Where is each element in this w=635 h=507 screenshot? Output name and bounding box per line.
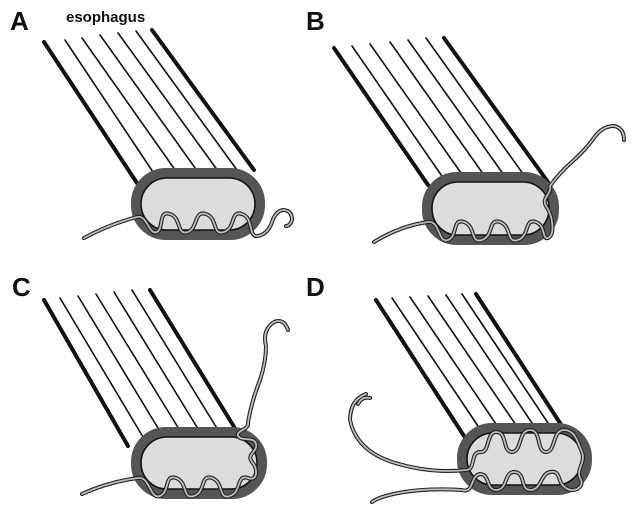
panel-letter-d: D — [306, 272, 325, 302]
panel-b: B — [306, 6, 624, 242]
esophagus-tube — [376, 294, 562, 436]
esophagus-tube — [44, 30, 254, 183]
anastomosis-stump — [136, 173, 260, 235]
anastomosis-stump — [136, 432, 262, 494]
panel-d: D — [306, 272, 587, 502]
esophagus-label: esophagus — [66, 9, 145, 26]
esophagus-tube — [44, 290, 236, 446]
panel-a: A esophagus — [10, 6, 292, 238]
panel-letter-b: B — [306, 6, 325, 36]
panel-letter-a: A — [10, 6, 29, 36]
panel-letter-c: C — [12, 272, 31, 302]
esophagus-tube — [334, 38, 548, 185]
panel-c: C — [12, 272, 288, 497]
